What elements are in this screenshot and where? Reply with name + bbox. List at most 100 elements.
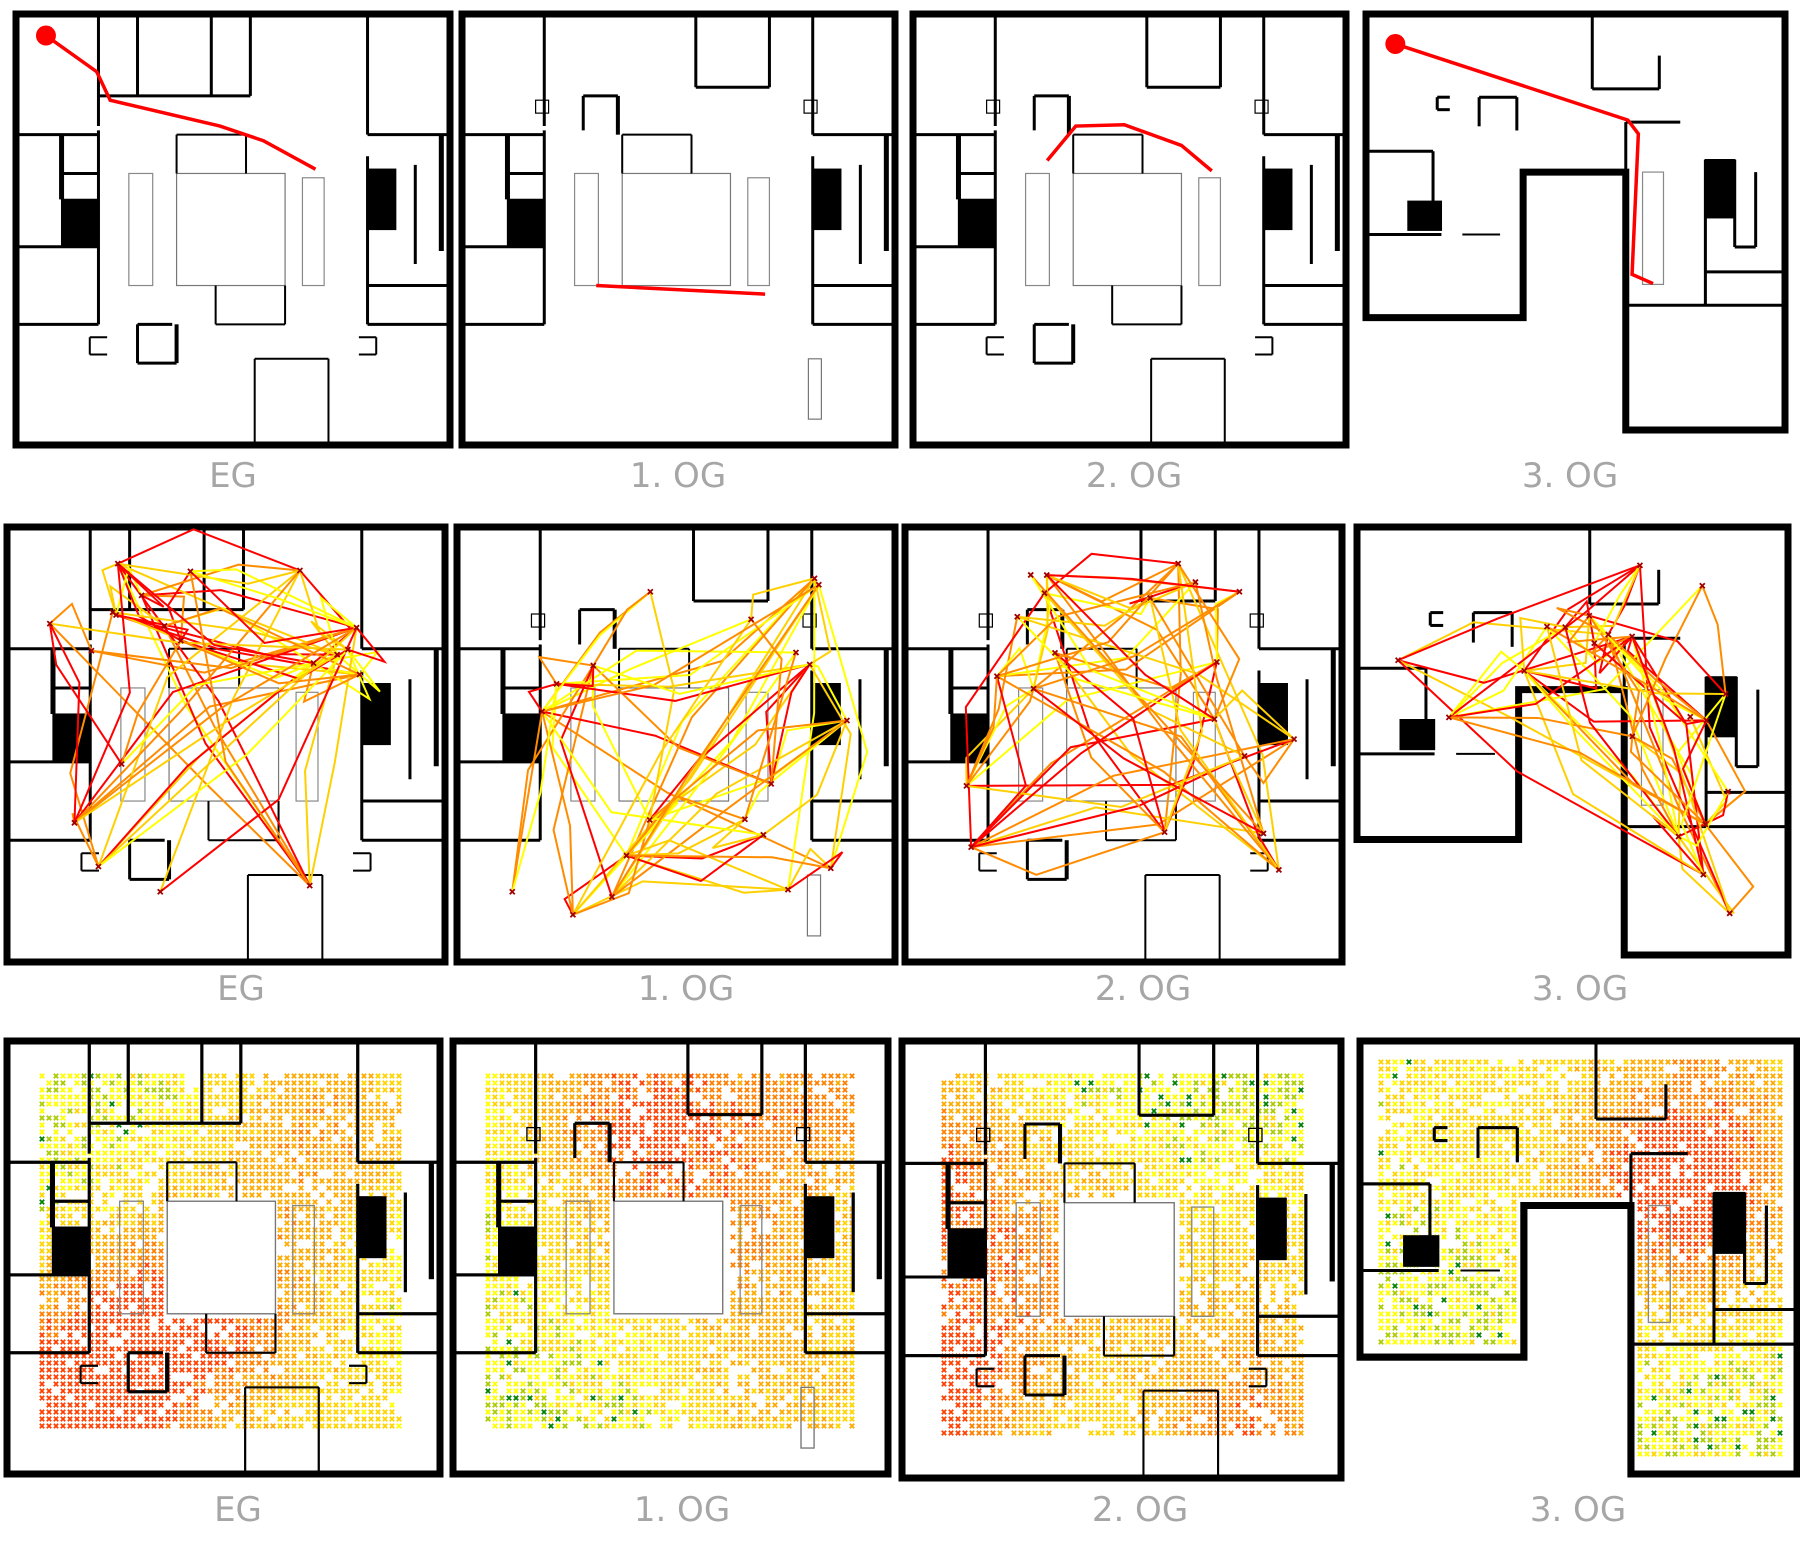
route-segment — [1631, 585, 1704, 737]
route-segment — [1678, 791, 1729, 847]
route-segment — [1033, 687, 1280, 871]
waypoint-marker — [741, 816, 749, 823]
waypoint-marker — [1014, 613, 1021, 620]
route-segment — [69, 611, 114, 867]
route-segment — [73, 626, 357, 824]
route-segment — [786, 578, 816, 890]
heatmap-cell-group — [39, 1073, 402, 1429]
heatmap-cell-group — [39, 1073, 143, 1205]
room-outline — [1403, 1235, 1440, 1267]
route-segment — [1607, 634, 1731, 914]
route-segment — [1680, 693, 1727, 875]
waypoint-marker — [1586, 612, 1593, 619]
waypoint-marker — [114, 560, 121, 567]
route-segment — [1546, 625, 1707, 722]
waypoint-marker — [1051, 649, 1059, 657]
room-outline — [803, 99, 818, 114]
room-outline — [806, 874, 822, 937]
waypoint-marker — [296, 567, 304, 574]
route-segment — [1523, 670, 1707, 723]
waypoint-marker — [334, 651, 341, 658]
waypoint-marker — [1628, 633, 1636, 640]
waypoint-marker — [138, 592, 145, 599]
route-path — [596, 283, 766, 296]
wall-overlay — [898, 1037, 1345, 1482]
waypoint-marker — [1260, 830, 1267, 837]
route-segment — [1607, 633, 1708, 722]
room-outline — [166, 1200, 277, 1315]
route-segment — [1213, 718, 1265, 834]
floorplan-1og-heatmap — [449, 1037, 892, 1478]
route-segment — [809, 578, 832, 666]
route-segment — [1017, 597, 1151, 627]
heatmap-cell-group — [1378, 1059, 1783, 1457]
room-outline — [60, 198, 100, 248]
route-segment — [1243, 738, 1295, 785]
building-outline — [3, 1037, 444, 1478]
route-segment — [996, 646, 1035, 690]
route-segment — [1046, 574, 1215, 720]
route-segment — [97, 569, 301, 867]
route-segment — [1054, 652, 1280, 871]
floorplan-1og-network — [453, 523, 899, 966]
route-network — [964, 552, 1295, 876]
route-segment — [1016, 616, 1215, 721]
waypoint-marker — [806, 661, 813, 668]
route-segment — [770, 719, 848, 785]
room-outline — [1254, 99, 1269, 114]
route-segment — [551, 683, 628, 857]
waypoint-marker — [1543, 623, 1551, 630]
route-segment — [1163, 563, 1204, 833]
route-segment — [120, 640, 182, 765]
waypoint-marker — [538, 708, 546, 715]
floorplan-3og-network — [1353, 523, 1792, 959]
waypoint-marker — [1175, 560, 1182, 567]
building-outline — [1356, 1037, 1800, 1478]
floorplan-eg-route — [12, 10, 454, 449]
waypoint-marker — [118, 760, 125, 768]
route-segment — [559, 665, 613, 898]
room-outline — [175, 172, 286, 287]
route-segment — [970, 718, 1215, 848]
route-segment — [556, 663, 810, 688]
waypoint-marker — [1702, 821, 1709, 828]
waypoint-marker — [1722, 690, 1729, 698]
waypoint-marker — [1192, 578, 1199, 586]
floorplan-2og-heatmap — [898, 1037, 1345, 1482]
waypoint-marker — [1236, 588, 1243, 595]
room-outline — [802, 613, 817, 628]
waypoint-marker — [1726, 910, 1733, 917]
route-segment — [120, 662, 314, 765]
route-segment — [1054, 652, 1166, 833]
route-segment — [73, 626, 358, 824]
waypoint-marker — [784, 886, 792, 893]
waypoint-marker — [1591, 640, 1598, 647]
route-segment — [541, 711, 574, 915]
route-segment — [541, 618, 752, 713]
waypoint-marker — [623, 852, 630, 859]
route-segment — [48, 623, 123, 765]
route-segment — [965, 676, 998, 787]
waypoint-marker — [968, 843, 975, 851]
route-segment — [1524, 669, 1726, 696]
route-segment — [1033, 590, 1240, 690]
route-segment — [302, 662, 360, 704]
route-segment — [611, 577, 816, 898]
route-segment — [541, 710, 764, 836]
heatmap-cells — [1378, 1059, 1783, 1457]
room-outline — [51, 1226, 90, 1276]
heatmap-cell-group — [1532, 1059, 1783, 1317]
room-outline — [120, 687, 146, 802]
waypoint-marker — [509, 888, 516, 895]
waypoint-marker — [344, 646, 351, 653]
route-segment — [163, 625, 311, 887]
waypoint-marker — [608, 893, 616, 901]
route-segment — [1546, 626, 1680, 838]
floor-plan-walls — [1356, 1037, 1800, 1478]
room-outline — [1641, 171, 1665, 286]
heatmap-cell-group — [485, 1073, 855, 1429]
route-segment — [1448, 650, 1525, 718]
route-segment — [117, 563, 311, 887]
route-segment — [511, 683, 558, 893]
route-segment — [159, 627, 358, 893]
